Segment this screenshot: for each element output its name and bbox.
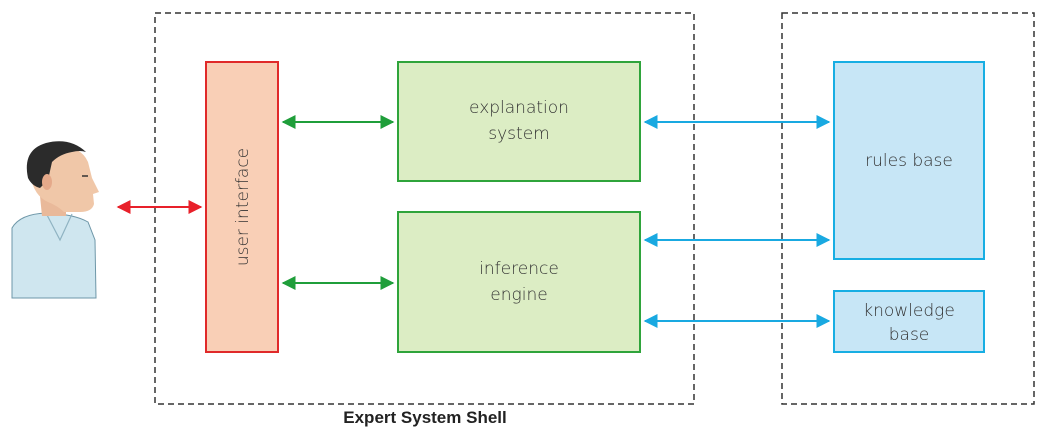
inference-engine-box: inference engine (397, 211, 641, 353)
explanation-system-box: explanation system (397, 61, 641, 182)
knowledge-base-label-line1: knowledge (863, 301, 955, 321)
explanation-system-label-line1: explanation (469, 98, 569, 118)
rules-base-label: rules base (865, 151, 953, 171)
inference-engine-label-line2: engine (490, 285, 547, 305)
user-interface-box: user interface (205, 61, 279, 353)
diagram-caption: Expert System Shell (343, 408, 507, 427)
user-interface-label: user interface (233, 148, 253, 266)
knowledge-store-border (781, 12, 1035, 405)
knowledge-base-box: knowledge base (833, 290, 985, 353)
inference-engine-label-line1: inference (479, 259, 559, 279)
rules-base-box: rules base (833, 61, 985, 260)
explanation-system-label-line2: system (488, 124, 549, 144)
knowledge-base-label-line2: base (889, 325, 930, 345)
person-profile-icon (11, 141, 99, 299)
